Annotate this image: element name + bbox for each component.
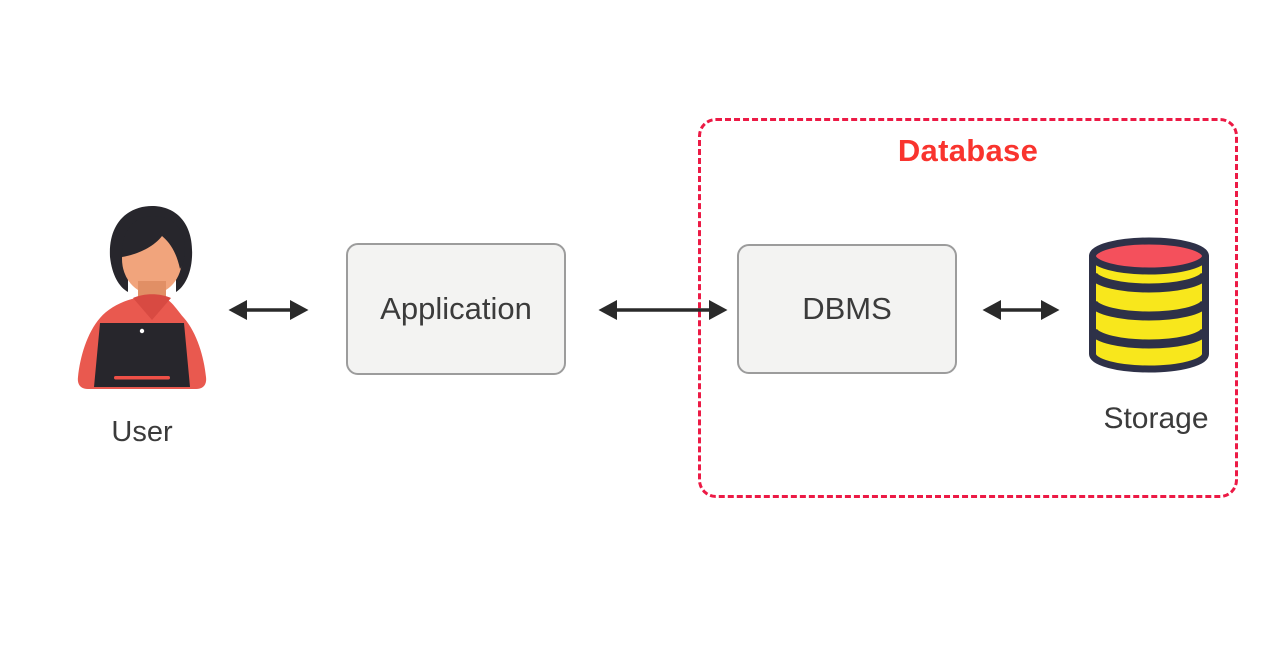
- application-node: Application: [346, 243, 566, 375]
- arrow-dbms-storage: [982, 300, 1060, 320]
- database-cylinder-icon: [1088, 237, 1210, 373]
- user-node-label: User: [111, 416, 173, 448]
- laptop-camera-dot: [139, 328, 145, 334]
- arrow-user-application: [228, 300, 309, 320]
- person-at-laptop-icon: [77, 206, 207, 389]
- cylinder-band-1: [1088, 272, 1210, 293]
- dbms-node: DBMS: [737, 244, 957, 374]
- storage-node-label: Storage: [1103, 402, 1209, 435]
- cylinder-top-shape: [1089, 237, 1209, 275]
- database-group-label: Database: [897, 133, 1039, 168]
- collar-shape: [133, 294, 171, 320]
- cylinder-band-3: [1088, 328, 1210, 349]
- database-group-box: Database: [698, 118, 1238, 498]
- laptop-shape: [94, 323, 190, 387]
- fringe-shape: [121, 216, 185, 269]
- laptop-accent-line: [114, 376, 170, 380]
- cylinder-band-2: [1088, 300, 1210, 321]
- application-node-label: Application: [380, 291, 532, 326]
- dbms-node-label: DBMS: [802, 291, 892, 326]
- arrow-application-dbms: [598, 300, 728, 320]
